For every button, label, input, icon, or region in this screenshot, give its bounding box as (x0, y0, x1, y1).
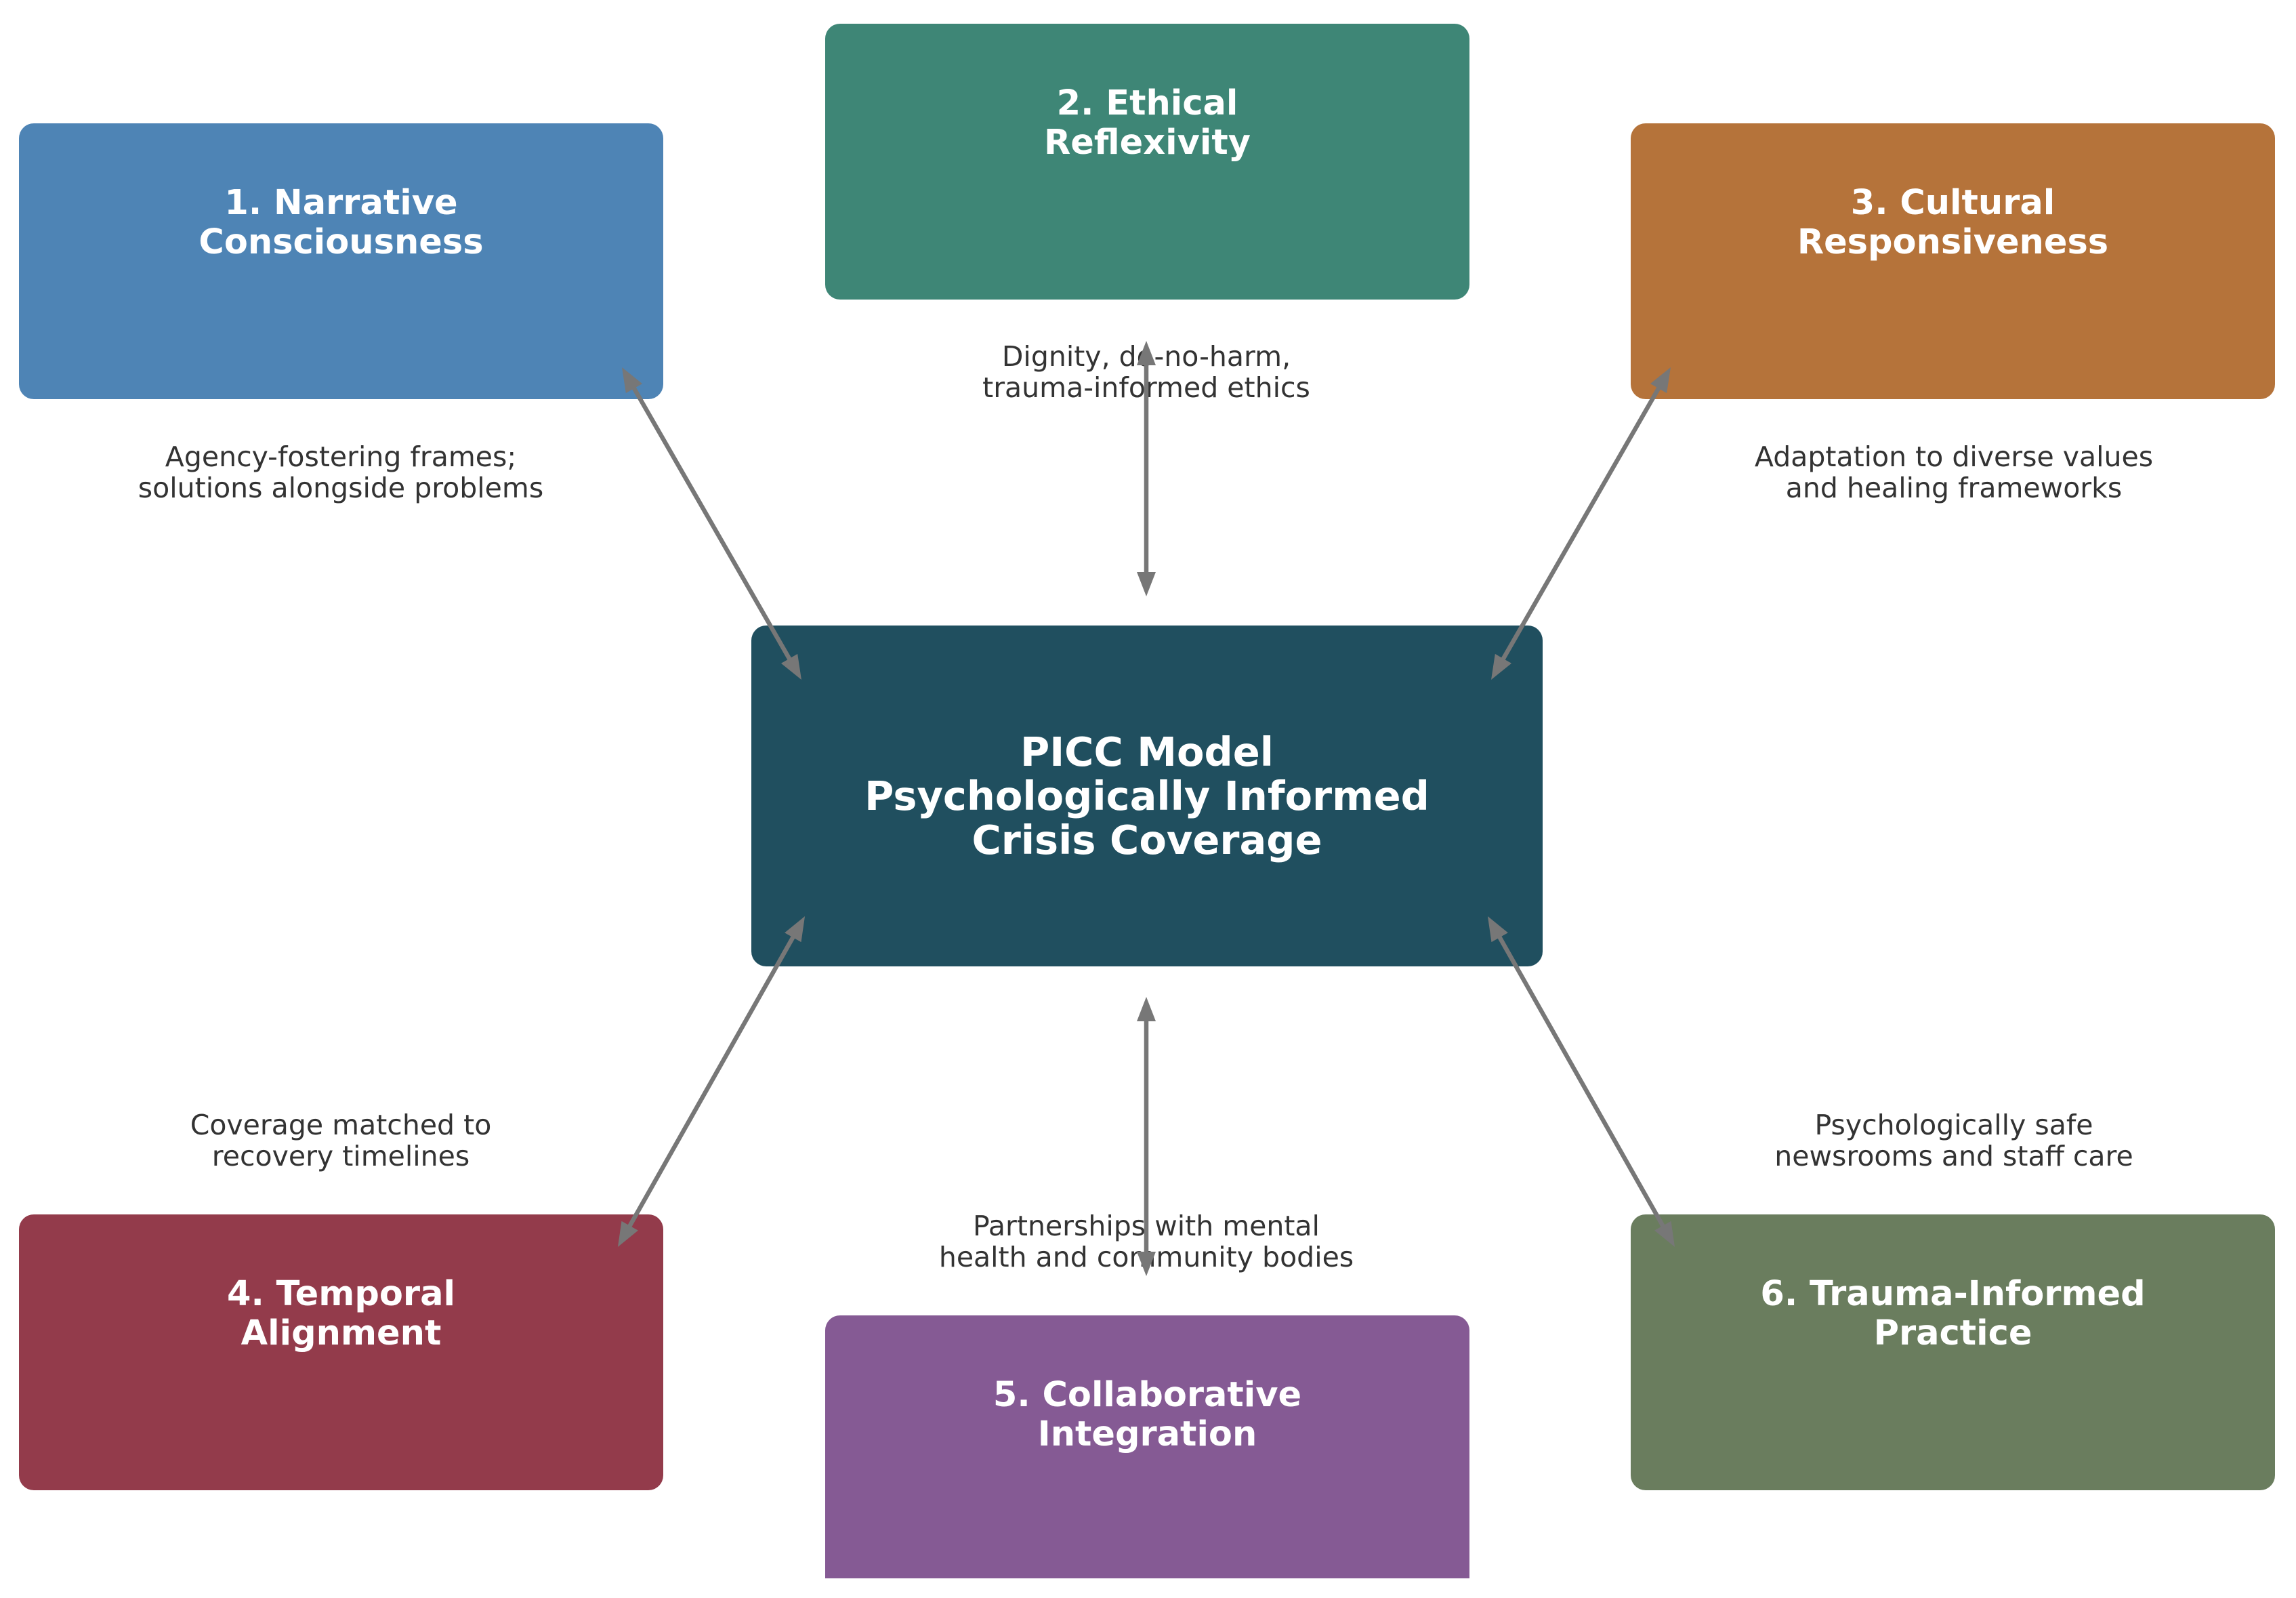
edge-label-collaborative-integration: Partnerships with mental health and comm… (938, 1210, 1354, 1273)
edge-label-trauma-informed-practice: Psychologically safe newsrooms and staff… (1774, 1109, 2133, 1172)
node-center-picc-model: PICC Model Psychologically Informed Cris… (751, 626, 1543, 966)
node-title-collaborative-integration: 5. Collaborative Integration (993, 1375, 1302, 1454)
node-title-trauma-informed-practice: 6. Trauma-Informed Practice (1760, 1274, 2146, 1353)
edge-label-ethical-reflexivity: Dignity, do-no-harm, trauma-informed eth… (982, 340, 1310, 404)
node-ethical-reflexivity: 2. Ethical Reflexivity (825, 24, 1469, 300)
node-title-cultural-responsiveness: 3. Cultural Responsiveness (1797, 183, 2109, 262)
edge-label-temporal-alignment: Coverage matched to recovery timelines (190, 1109, 492, 1172)
node-temporal-alignment: 4. Temporal Alignment (19, 1214, 663, 1490)
edge-label-narrative-consciousness: Agency-fostering frames; solutions along… (138, 441, 544, 504)
arrow-temporal-alignment (617, 916, 806, 1248)
node-title-ethical-reflexivity: 2. Ethical Reflexivity (1044, 83, 1251, 163)
arrow-trauma-informed-practice (1487, 916, 1675, 1248)
node-title-center: PICC Model Psychologically Informed Cris… (864, 729, 1429, 863)
node-cultural-responsiveness: 3. Cultural Responsiveness (1631, 123, 2275, 399)
node-narrative-consciousness: 1. Narrative Consciousness (19, 123, 663, 399)
edge-label-cultural-responsiveness: Adaptation to diverse values and healing… (1754, 441, 2154, 504)
arrow-narrative-consciousness (622, 367, 801, 680)
node-trauma-informed-practice: 6. Trauma-Informed Practice (1631, 1214, 2275, 1490)
node-title-temporal-alignment: 4. Temporal Alignment (227, 1274, 455, 1353)
node-collaborative-integration: 5. Collaborative Integration (825, 1315, 1469, 1578)
node-title-narrative-consciousness: 1. Narrative Consciousness (199, 183, 484, 262)
arrow-cultural-responsiveness (1491, 367, 1671, 680)
